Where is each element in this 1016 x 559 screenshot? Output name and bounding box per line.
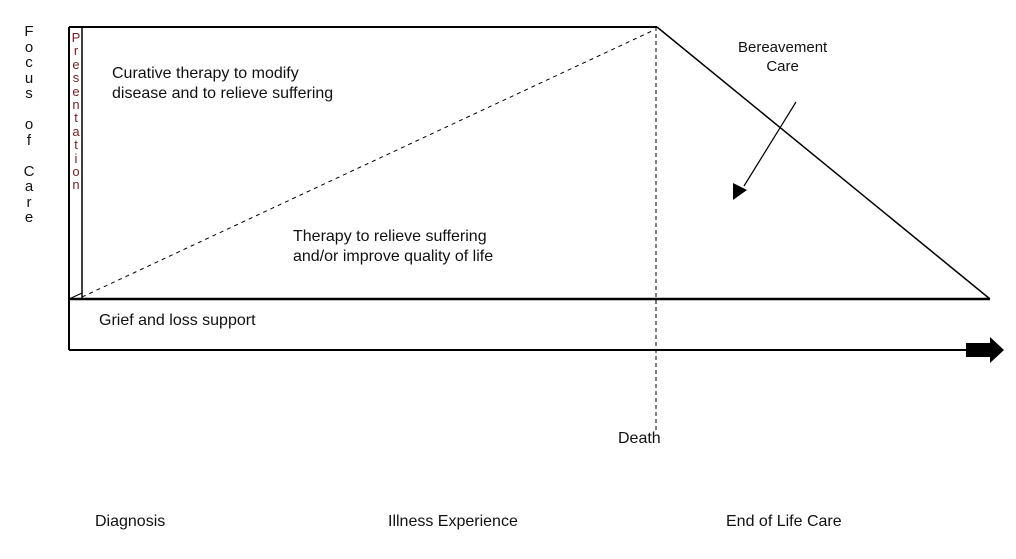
bereavement-slope-line (656, 26, 991, 300)
presentation-char: a (72, 123, 80, 139)
bereavement-line-1: Bereavement (738, 39, 828, 56)
presentation-char: t (74, 137, 78, 153)
death-label: Death (618, 430, 661, 447)
bereavement-care-label: Bereavement Care (738, 38, 827, 76)
presentation-char: P (71, 30, 81, 45)
presentation-char: n (72, 97, 80, 113)
presentation-char: t (74, 110, 78, 126)
bereavement-line-2: Care (766, 58, 799, 75)
presentation-char: r (73, 43, 79, 59)
curative-therapy-label: Curative therapy to modify disease and t… (112, 64, 333, 104)
grief-support-label: Grief and loss support (99, 312, 256, 329)
palliative-therapy-label: Therapy to relieve suffering and/or impr… (293, 227, 493, 267)
bereavement-arrowhead (733, 183, 747, 200)
presentation-char: s (72, 70, 80, 86)
presentation-char: e (72, 83, 80, 99)
time-axis-arrowhead (966, 337, 1004, 363)
presentation-char: o (72, 164, 80, 180)
focus-of-care-char: u (24, 69, 34, 87)
focus-of-care-char (22, 148, 36, 164)
presentation-char: e (72, 56, 80, 72)
origin-tick (68, 292, 83, 300)
presentation-char: n (72, 177, 80, 193)
presentation-char: i (74, 150, 78, 166)
phase-diagnosis: Diagnosis (95, 513, 166, 530)
focus-of-care-char: r (26, 193, 32, 211)
phase-illness-experience: Illness Experience (388, 513, 518, 530)
focus-of-care-char: c (25, 54, 33, 71)
bereavement-arrow-line (743, 101, 797, 187)
focus-of-care-char (22, 102, 36, 118)
palliative-therapy-line-1: Therapy to relieve suffering (293, 228, 487, 245)
focus-of-care-char: o (24, 38, 34, 56)
focus-of-care-char: s (25, 85, 33, 102)
focus-of-care-char: a (24, 178, 34, 195)
curative-therapy-line-1: Curative therapy to modify (112, 65, 299, 82)
focus-of-care-char: o (24, 116, 34, 133)
phase-end-of-life-care: End of Life Care (726, 513, 842, 530)
curative-therapy-line-2: disease and to relieve suffering (112, 85, 334, 102)
focus-of-care-char: C (23, 162, 35, 180)
focus-of-care-char: f (26, 131, 32, 149)
palliative-therapy-line-2: and/or improve quality of life (293, 248, 494, 265)
focus-of-care-char: e (24, 209, 34, 226)
focus-of-care-char: F (24, 23, 34, 40)
palliative-diagonal-dashed (81, 30, 653, 298)
